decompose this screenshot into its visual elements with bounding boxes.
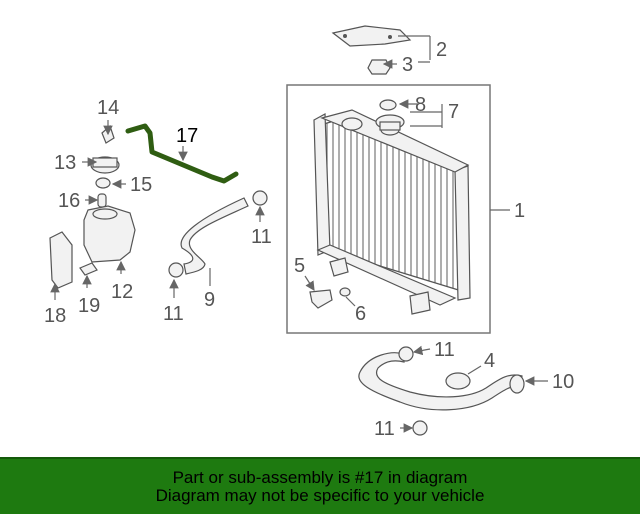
callout-11-upper-left[interactable]: 11 <box>163 303 184 325</box>
cap-seal-part[interactable] <box>97 193 107 208</box>
reservoir-cap-part[interactable] <box>90 156 120 174</box>
bracket-part[interactable] <box>331 25 412 47</box>
hose-clamp-part[interactable] <box>168 190 268 278</box>
callout-8[interactable]: 8 <box>415 94 426 116</box>
drain-plug-part[interactable] <box>79 262 98 276</box>
callout-2[interactable]: 2 <box>436 39 447 61</box>
footer-line-disclaimer: Diagram may not be specific to your vehi… <box>155 485 485 505</box>
callout-6[interactable]: 6 <box>355 303 366 325</box>
callout-19[interactable]: 19 <box>78 295 100 317</box>
callout-9[interactable]: 9 <box>204 289 215 311</box>
reservoir-tank-part[interactable] <box>83 205 136 263</box>
o-ring-part[interactable] <box>339 287 351 297</box>
callout-3[interactable]: 3 <box>402 54 413 76</box>
radiator-drain-part[interactable] <box>309 289 333 309</box>
thermo-switch-part[interactable] <box>445 372 471 390</box>
radiator-cap-part[interactable] <box>375 99 405 131</box>
callout-16[interactable]: 16 <box>58 190 80 212</box>
nut-part[interactable] <box>367 59 391 75</box>
footer-line-part: Part or sub-assembly is #17 in diagram <box>172 467 468 487</box>
leader-lines <box>50 35 548 433</box>
callout-14[interactable]: 14 <box>97 97 119 119</box>
callout-1[interactable]: 1 <box>514 200 525 222</box>
callout-17[interactable]: 17 <box>176 125 198 147</box>
callout-13[interactable]: 13 <box>54 152 76 174</box>
footer-banner: Part or sub-assembly is #17 in diagram D… <box>0 457 640 514</box>
callout-11-lower-top[interactable]: 11 <box>434 339 455 361</box>
callout-15[interactable]: 15 <box>130 174 152 196</box>
callout-4[interactable]: 4 <box>484 350 495 372</box>
overflow-tube-part-17[interactable] <box>125 123 239 184</box>
lower-clamp-part[interactable] <box>412 420 428 436</box>
hose-end <box>509 374 525 394</box>
callout-10[interactable]: 10 <box>552 371 574 393</box>
upper-hose-part[interactable] <box>180 197 249 275</box>
callout-5[interactable]: 5 <box>294 255 305 277</box>
lower-hose-part[interactable] <box>358 352 523 411</box>
callout-7[interactable]: 7 <box>448 101 459 123</box>
radiator-part[interactable] <box>313 109 471 315</box>
callout-11-lower-bottom[interactable]: 11 <box>374 418 395 440</box>
radiator-frame <box>286 84 491 334</box>
seal-part[interactable] <box>95 177 111 189</box>
callout-12[interactable]: 12 <box>111 281 133 303</box>
callout-11-upper-right[interactable]: 11 <box>251 226 272 248</box>
lower-clamp-part[interactable] <box>398 346 414 362</box>
parts-diagram: 1 2 3 4 5 6 7 8 9 10 11 11 11 11 12 13 1… <box>44 25 574 440</box>
reservoir-bracket-part[interactable] <box>49 231 73 289</box>
callout-18[interactable]: 18 <box>44 305 66 327</box>
